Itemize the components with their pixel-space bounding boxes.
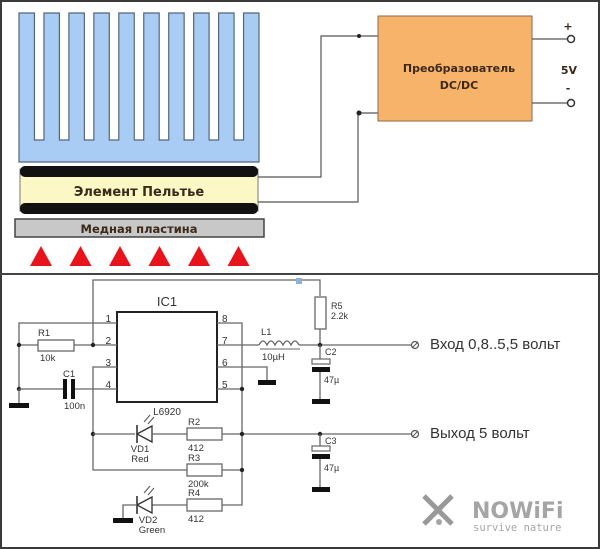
wire-pin3-bus [92, 366, 187, 471]
pin-8: 8 [222, 314, 228, 325]
junction-dot [239, 431, 245, 437]
vd1-led [135, 414, 155, 444]
c3-ref: C3 [325, 436, 337, 446]
r1-body [37, 339, 75, 352]
output-voltage-label: Выход 5 вольт [430, 425, 530, 442]
c1-plate [63, 379, 67, 399]
r3-ref: R3 [188, 453, 200, 464]
heat-arrow-icon [148, 246, 171, 266]
wire-vd2-ground [122, 504, 137, 518]
vd1-ref: VD1 [131, 444, 149, 455]
ic1-part: L6920 [153, 407, 181, 418]
l1-value: 10µH [262, 352, 285, 363]
pin-3: 3 [105, 358, 111, 369]
junction-dot [239, 386, 245, 392]
heat-arrow-icon [30, 246, 52, 266]
copper-plate: Медная пластина [14, 218, 265, 238]
pin-1: 1 [105, 314, 111, 325]
heat-arrow-icon [188, 246, 210, 266]
terminal-minus [566, 98, 576, 108]
junction-dot [16, 342, 22, 348]
l1-inductor [258, 340, 300, 347]
r1-value: 10k [40, 353, 56, 364]
wire-bottom [258, 112, 378, 203]
r3-body [186, 463, 223, 477]
pin-7: 7 [222, 336, 228, 347]
c3-capacitor [311, 434, 331, 492]
output-voltage-label: 5V [561, 64, 578, 77]
vd2-led [135, 485, 155, 515]
pin-5: 5 [222, 380, 228, 391]
dcdc-converter: Преобразователь DC/DC [377, 15, 533, 122]
copper-plate-label: Медная пластина [81, 222, 198, 236]
r5-value: 2.2k [331, 311, 349, 321]
pin-2: 2 [105, 336, 111, 347]
pin-6: 6 [222, 358, 228, 369]
wire-feedback [92, 279, 321, 345]
input-voltage-label: Вход 0,8..5,5 вольт [430, 336, 561, 353]
heat-arrow-icon [109, 246, 131, 266]
junction-dot [356, 110, 362, 116]
wire-pin6 [217, 366, 268, 380]
ground-symbol [113, 518, 133, 523]
ground-symbol [258, 380, 276, 385]
r4-value: 412 [188, 514, 204, 525]
ic1: IC1 L6920 1 2 3 4 8 7 6 5 [105, 294, 228, 418]
r5-body [314, 296, 327, 330]
wire-pin1 [18, 322, 117, 389]
heat-arrow-icon [69, 246, 92, 266]
crossed-logo-icon [422, 494, 454, 526]
ground-symbol [9, 403, 29, 408]
r2-value: 412 [188, 443, 204, 454]
l1-ref: L1 [261, 327, 272, 338]
brand-tagline: survive nature [473, 522, 562, 534]
junction-dot [357, 34, 361, 38]
terminal-plus [566, 34, 576, 44]
r5-ref: R5 [331, 301, 343, 311]
c1-ref: C1 [63, 369, 75, 380]
vd1-color: Red [131, 454, 148, 465]
selection-handle [296, 278, 302, 284]
nowifi-logo: NOWiFi survive nature [422, 494, 564, 534]
ic1-ref: IC1 [157, 294, 177, 309]
r2-ref: R2 [188, 417, 200, 428]
c1-value: 100n [64, 401, 85, 412]
r4-body [186, 498, 223, 512]
junction-dot [239, 467, 245, 473]
junction-dot [90, 342, 96, 348]
c1-plate [71, 379, 75, 399]
output-terminal [410, 429, 420, 439]
converter-label-line2: DC/DC [440, 79, 478, 92]
brand-name: NOWiFi [472, 499, 564, 524]
heat-arrows [30, 246, 250, 266]
c2-value: 47µ [324, 375, 339, 385]
c2-ref: C2 [325, 347, 337, 357]
heatsink [18, 12, 260, 163]
peltier-element: Элемент Пельтье [19, 166, 259, 214]
plus-sign: + [563, 20, 572, 33]
wire-pin8-bus [217, 322, 243, 506]
input-terminal [410, 340, 420, 350]
peltier-label: Элемент Пельтье [74, 185, 205, 200]
heat-arrow-icon [227, 246, 250, 266]
r4-ref: R4 [188, 488, 200, 499]
vd2-ref: VD2 [139, 515, 157, 526]
converter-label-line1: Преобразователь [403, 62, 515, 75]
minus-sign: - [566, 82, 571, 95]
c2-capacitor [311, 345, 331, 404]
pin-4: 4 [105, 380, 111, 391]
vd2-color: Green [139, 525, 165, 536]
r3-value: 200k [188, 479, 209, 490]
wire-top [258, 35, 378, 178]
c3-value: 47µ [324, 463, 339, 473]
r1-ref: R1 [38, 328, 50, 339]
heatsink-body [18, 12, 260, 163]
r2-body [186, 427, 223, 441]
